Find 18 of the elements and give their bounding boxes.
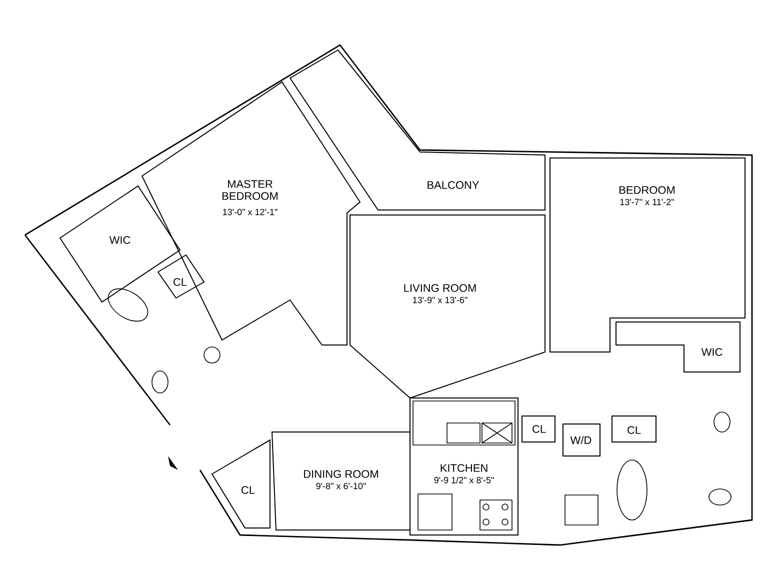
room-label: KITCHEN: [440, 464, 488, 472]
room-label: MASTER BEDROOM: [222, 180, 278, 200]
room-label: CL: [242, 486, 255, 494]
room-dimension: 9'-9 1/2" x 8'-5": [434, 476, 494, 484]
room-label: DINING ROOM: [304, 470, 378, 478]
room-label: CL: [174, 278, 187, 286]
room-label: W/D: [570, 436, 592, 444]
room-label: WIC: [701, 348, 722, 356]
room-dimension: 9'-8" x 6'-10": [316, 482, 366, 490]
room-label: CL: [532, 425, 546, 433]
room-label: BEDROOM: [620, 186, 674, 194]
room-dimension: 13'-7" x 11'-2": [620, 198, 674, 206]
room-label: WIC: [109, 236, 130, 244]
room-dimension: 13'-9" x 13'-6": [413, 296, 468, 304]
room-label: BALCONY: [428, 181, 480, 189]
room-dimension: 13'-0" x 12'-1": [223, 208, 278, 216]
room-label: CL: [628, 426, 641, 434]
room-label: LIVING ROOM: [404, 284, 476, 292]
